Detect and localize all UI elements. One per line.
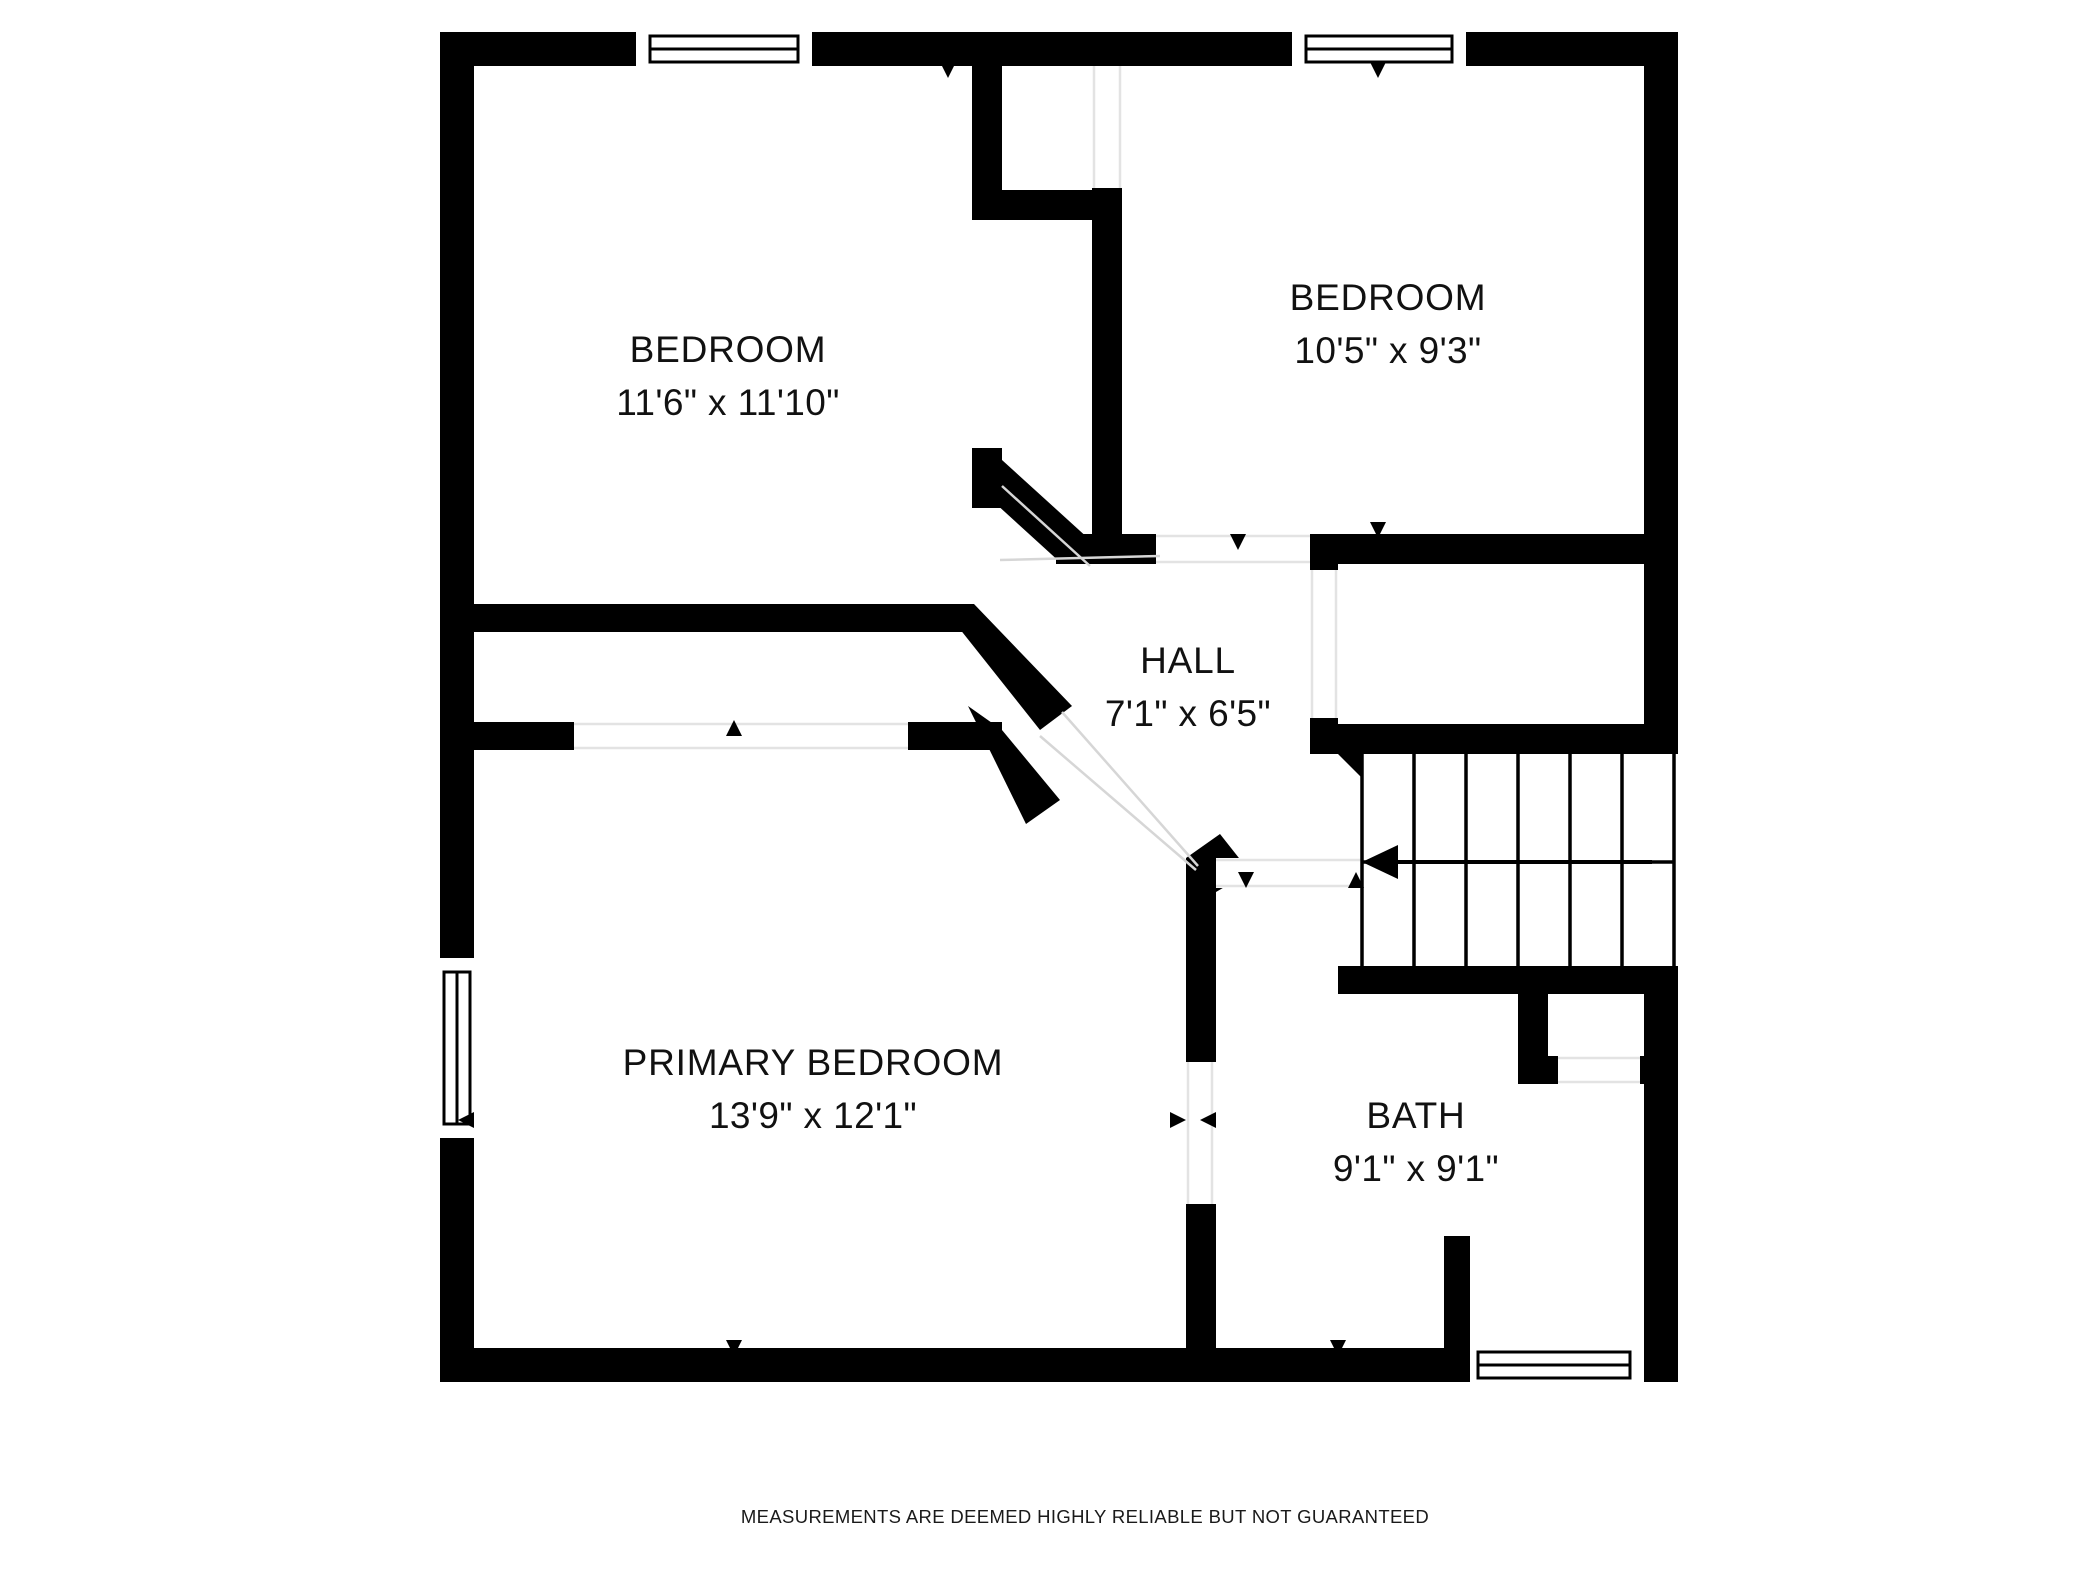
hall-dimensions: 7'1" x 6'5" <box>1105 693 1271 734</box>
room-label-hall: HALL 7'1" x 6'5" <box>1105 640 1271 734</box>
room-label-bedroom-front-right: BEDROOM 10'5" x 9'3" <box>1290 277 1487 371</box>
window-top-left <box>636 32 812 66</box>
dimension-markers <box>458 62 1672 1356</box>
hall-name: HALL <box>1140 640 1236 681</box>
room-labels: BEDROOM 11'6" x 11'10" BEDROOM 10'5" x 9… <box>616 277 1499 1189</box>
bath-name: BATH <box>1366 1095 1465 1136</box>
door-swing-arcs <box>999 485 1199 871</box>
window-top-right <box>1292 32 1466 66</box>
primary-bedroom-dimensions: 13'9" x 12'1" <box>709 1095 917 1136</box>
window-left-primary <box>440 958 474 1138</box>
room-label-bedroom-front-left: BEDROOM 11'6" x 11'10" <box>616 329 840 423</box>
staircase <box>1338 754 1678 994</box>
window-bottom-bath <box>1466 1348 1644 1382</box>
bath-dimensions: 9'1" x 9'1" <box>1333 1148 1499 1189</box>
measurement-disclaimer: MEASUREMENTS ARE DEEMED HIGHLY RELIABLE … <box>741 1506 1429 1527</box>
bedroom-front-left-dimensions: 11'6" x 11'10" <box>616 382 840 423</box>
room-label-bath: BATH 9'1" x 9'1" <box>1333 1095 1499 1189</box>
stairs-direction-arrow <box>1362 845 1398 879</box>
primary-bedroom-name: PRIMARY BEDROOM <box>623 1042 1004 1083</box>
room-label-primary-bedroom: PRIMARY BEDROOM 13'9" x 12'1" <box>623 1042 1004 1136</box>
bedroom-front-right-dimensions: 10'5" x 9'3" <box>1294 330 1481 371</box>
bedroom-front-left-name: BEDROOM <box>630 329 827 370</box>
bedroom-front-right-name: BEDROOM <box>1290 277 1487 318</box>
